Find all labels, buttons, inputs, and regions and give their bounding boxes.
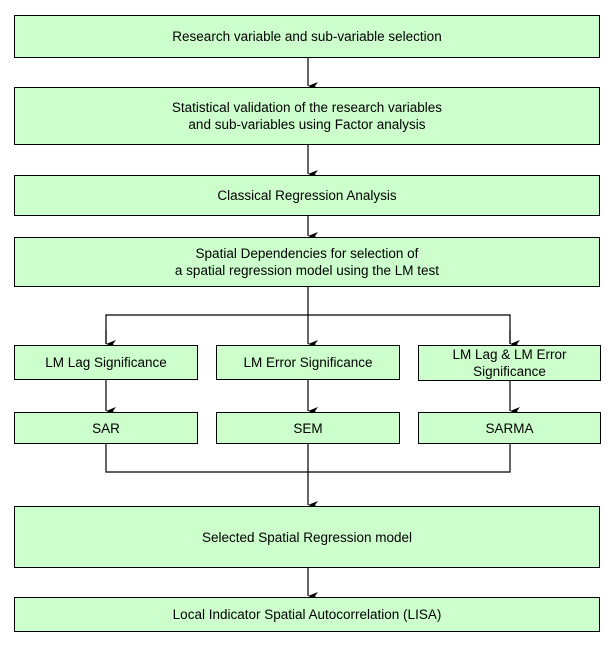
node-label: Classical Regression Analysis — [217, 188, 397, 203]
node-label: SAR — [92, 420, 120, 436]
node-label: Significance — [473, 364, 546, 379]
branch-bar — [105, 314, 511, 344]
node-label: Local Indicator Spatial Autocorrelation … — [172, 607, 442, 622]
node-label: Spatial Dependencies for selection of — [195, 246, 419, 261]
node-label: and sub-variables using Factor analysis — [188, 117, 426, 132]
node-label: Research variable and sub-variable selec… — [172, 29, 442, 44]
node-label: Statistical validation of the research v… — [171, 100, 443, 115]
node-label: SARMA — [485, 420, 534, 436]
node-lm-lag: LM Lag Significance — [14, 345, 198, 380]
node-label: LM Lag Significance — [45, 355, 167, 370]
node-sarma: SARMA — [418, 412, 601, 444]
node-label: Selected Spatial Regression model — [201, 529, 413, 545]
node-label: a spatial regression model using the LM … — [174, 263, 440, 278]
node-classical-regression: Classical Regression Analysis — [14, 175, 600, 216]
node-lm-error: LM Error Significance — [216, 345, 400, 380]
node-variable-selection: Research variable and sub-variable selec… — [14, 15, 600, 58]
node-factor-analysis: Statistical validation of the research v… — [14, 87, 600, 145]
node-sem: SEM — [216, 412, 400, 444]
node-lisa: Local Indicator Spatial Autocorrelation … — [14, 597, 600, 632]
node-sar: SAR — [14, 412, 198, 444]
node-label: LM Lag & LM Error — [452, 347, 567, 362]
node-label: SEM — [293, 420, 323, 436]
node-spatial-dependencies: Spatial Dependencies for selection of a s… — [14, 237, 600, 287]
node-label: LM Error Significance — [243, 355, 373, 370]
node-selected-model: Selected Spatial Regression model — [14, 506, 600, 568]
